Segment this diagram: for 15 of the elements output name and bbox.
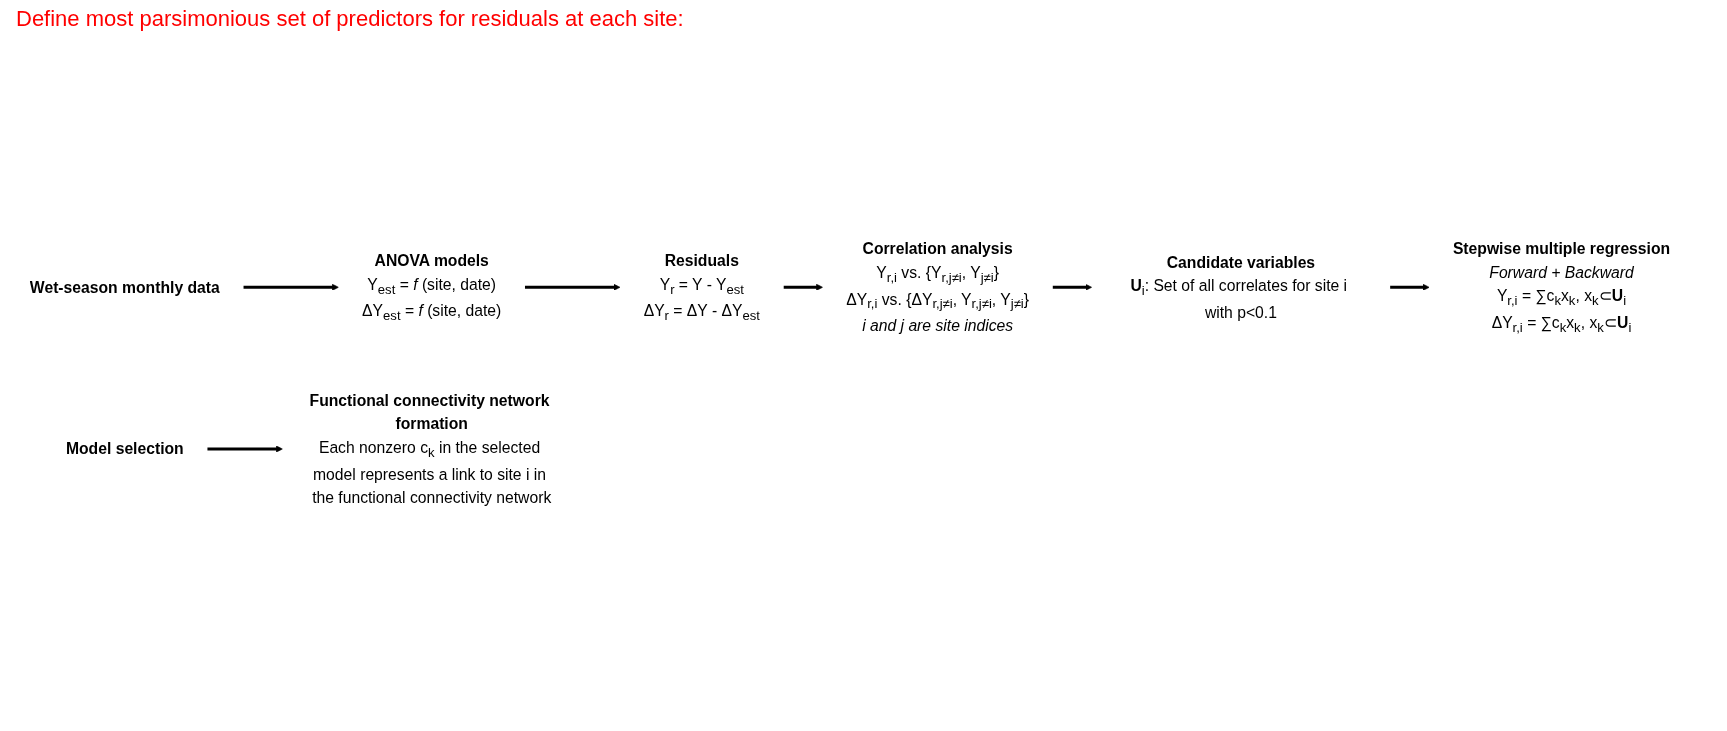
node-text: Candidate variables U$_{i}$: Set of all correlates for site i with p<0.1 xyxy=(1130,253,1348,321)
node-text: Residuals Y$_{r}$ = Y - Y$_{est}$ ΔY$_{r}$ = ΔY - ΔY$_{est}$ xyxy=(643,251,760,324)
node-text: Stepwise multiple regression Forward + Backward Y$_{r,i}$ = ∑c$_{k}$x$_{k}$, x$_{k}$⊂U$_{i}$ ΔY$_{r,i}$ = ∑c$_{k}$x$_{k}$, x$_{k}$⊂U$_{i}$ xyxy=(1452,239,1671,335)
arrow xyxy=(1390,283,1430,291)
node-text: ANOVA models Y$_{est}$ = f (site, date) ΔY$_{est}$ = f (site, date) xyxy=(362,251,502,324)
node-text: Model selection xyxy=(65,440,184,458)
note-text: Define most parsimonious set of predictors for residuals at each site: xyxy=(16,6,685,32)
arrow xyxy=(1052,283,1093,291)
node-text: Wet-season monthly data xyxy=(29,278,220,296)
node-text: Functional connectivity network formation Each nonzero c$_{k}$ in the selected model represents a link to site i in the functional connectivity network xyxy=(309,391,552,507)
arrow xyxy=(207,445,283,453)
node-text: Correlation analysis Y$_{r,i}$ vs. {Y$_{r,j≠i}$, Y$_{j≠i}$} ΔY$_{r,i}$ vs. {ΔY$_{r,j≠i}$, Y$_{r,j≠i}$, Y$_{j≠i}$} i and j are site indices xyxy=(846,239,1029,335)
arrow xyxy=(524,283,621,291)
arrow xyxy=(243,283,339,291)
arrow xyxy=(783,283,823,291)
